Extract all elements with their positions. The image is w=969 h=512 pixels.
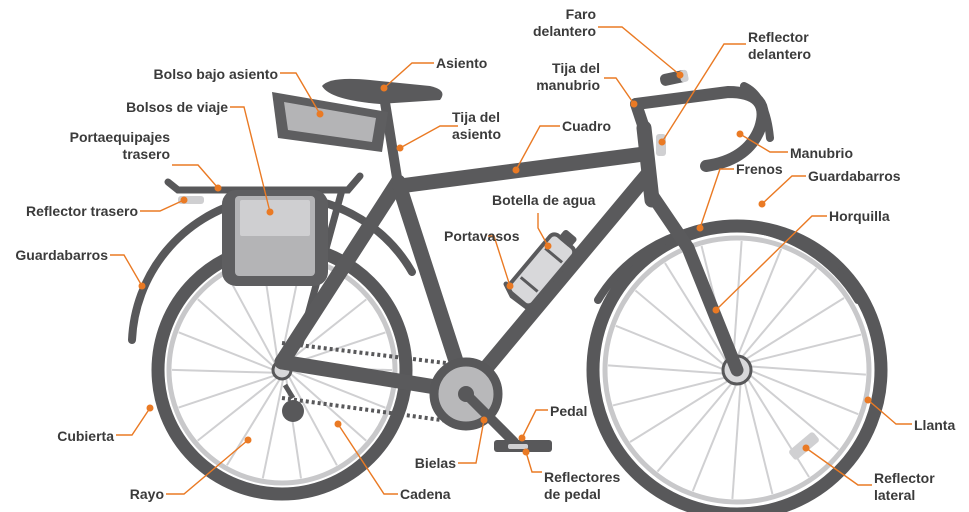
label-cuadro: Cuadro	[562, 118, 611, 134]
spoke	[226, 377, 282, 466]
label-reflectores-de-pedal: Reflectores de pedal	[544, 469, 621, 502]
spoke	[178, 331, 275, 371]
chain	[281, 341, 471, 426]
pannier-bag	[222, 190, 328, 286]
spoke	[287, 374, 338, 466]
label-frenos: Frenos	[736, 161, 783, 177]
rear-derailleur	[282, 383, 304, 422]
spoke	[664, 262, 729, 364]
spoke	[743, 297, 845, 362]
label-rayo: Rayo	[129, 486, 164, 502]
saddle-bag	[272, 92, 388, 152]
label-reflector-delantero: Reflector delantero	[748, 29, 812, 62]
spoke	[691, 381, 738, 492]
leader-dots	[138, 71, 872, 456]
spoke	[743, 379, 774, 495]
label-bielas: Bielas	[414, 455, 456, 471]
label-guardabarros-delantero: Guardabarros	[808, 168, 901, 184]
spoke	[634, 289, 727, 368]
spoke	[289, 369, 386, 409]
label-tija-asiento: Tija del asiento	[452, 109, 502, 142]
leader-lines	[110, 26, 912, 495]
spoke	[612, 376, 728, 407]
spoke	[629, 378, 731, 443]
spoke	[746, 333, 862, 364]
spoke	[608, 364, 726, 375]
label-asiento: Asiento	[436, 55, 488, 71]
spoke	[288, 371, 367, 442]
spoke	[615, 324, 726, 371]
label-bolso-bajo-asiento: Bolso bajo asiento	[153, 66, 278, 82]
spoke	[285, 298, 367, 364]
spoke	[745, 376, 810, 478]
spoke	[731, 381, 742, 499]
crank-arm	[461, 389, 519, 447]
label-portaequipajes-trasero: Portaequipajes trasero	[69, 129, 170, 162]
spoke	[732, 241, 743, 359]
label-faro-delantero: Faro delantero	[532, 6, 596, 39]
spoke	[171, 368, 275, 374]
label-cubierta: Cubierta	[57, 428, 114, 444]
label-reflector-lateral: Reflector lateral	[874, 470, 935, 503]
front-wheel-spokes	[608, 241, 866, 499]
spoke	[197, 376, 279, 442]
spoke	[226, 274, 277, 366]
spoke	[736, 248, 783, 359]
spoke	[748, 369, 859, 416]
label-llanta: Llanta	[914, 417, 956, 433]
label-manubrio: Manubrio	[790, 145, 853, 161]
spoke	[197, 298, 276, 369]
front-fender	[594, 222, 862, 304]
label-bolsos-de-viaje: Bolsos de viaje	[126, 99, 228, 115]
frame	[274, 120, 660, 400]
label-botella-de-agua: Botella de agua	[492, 192, 596, 208]
spoke	[747, 372, 840, 451]
label-portavasos: Portavasos	[444, 228, 520, 244]
label-cadena: Cadena	[400, 486, 451, 502]
spoke	[178, 374, 277, 409]
spoke	[748, 365, 866, 376]
label-pedal: Pedal	[550, 403, 588, 419]
label-reflector-trasero: Reflector trasero	[25, 203, 138, 219]
fork	[645, 188, 744, 377]
spoke	[261, 377, 285, 479]
label-tija-manubrio: Tija del manubrio	[536, 60, 600, 93]
spoke	[739, 267, 818, 360]
label-guardabarros-trasero: Guardabarros	[15, 247, 108, 263]
spoke	[656, 380, 735, 473]
saddle	[322, 78, 443, 104]
pedal-shape	[494, 440, 552, 452]
label-horquilla: Horquilla	[829, 208, 890, 224]
handlebar	[630, 82, 774, 172]
